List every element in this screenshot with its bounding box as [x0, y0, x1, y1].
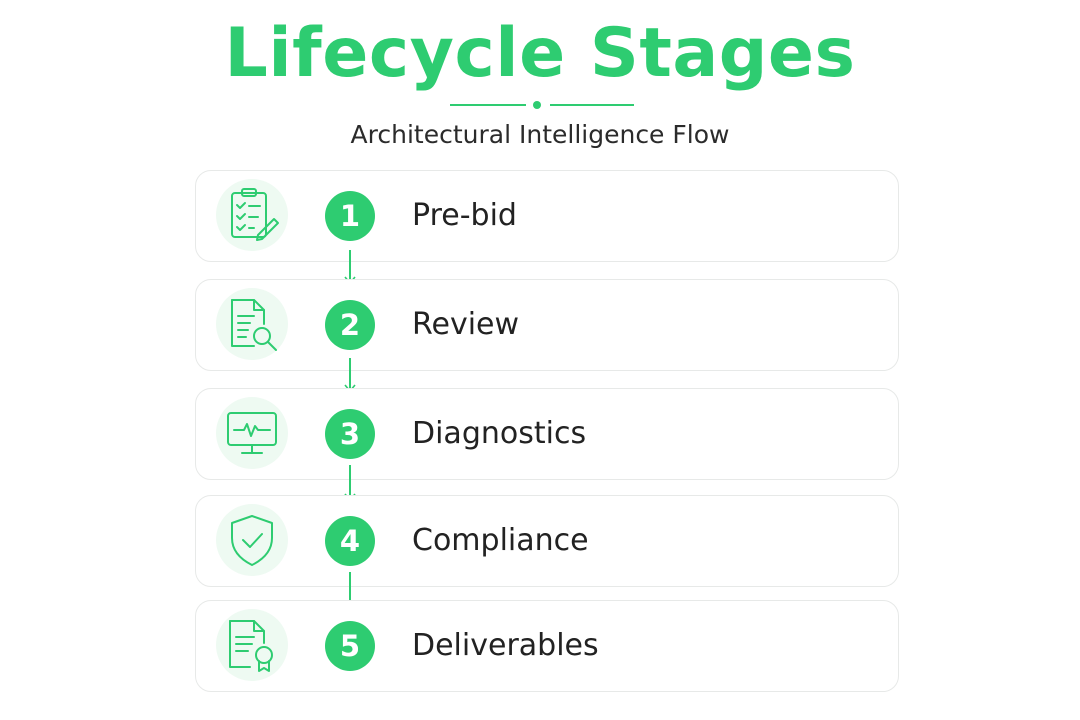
- stage-number-badge: 2: [325, 300, 375, 350]
- stage-number-badge: 1: [325, 191, 375, 241]
- certificate-document-icon: [216, 609, 288, 681]
- monitor-heartbeat-icon: [216, 397, 288, 469]
- page-title: Lifecycle Stages: [224, 14, 856, 93]
- stage-number-badge: 3: [325, 409, 375, 459]
- stage-label: Diagnostics: [412, 416, 587, 451]
- flow-arrow: [344, 358, 356, 392]
- stage-label: Review: [412, 307, 520, 342]
- stage-card-compliance: 4 Compliance: [195, 495, 899, 587]
- stage-card-pre-bid: 1 Pre-bid: [195, 170, 899, 262]
- stage-number-badge: 4: [325, 516, 375, 566]
- shield-check-icon: [216, 504, 288, 576]
- stage-label: Compliance: [412, 523, 589, 558]
- document-magnifier-icon: [216, 288, 288, 360]
- stage-label: Deliverables: [412, 628, 599, 663]
- stage-card-diagnostics: 3 Diagnostics: [195, 388, 899, 480]
- stage-label: Pre-bid: [412, 198, 517, 233]
- title-divider: [450, 101, 634, 109]
- page-subtitle: Architectural Intelligence Flow: [350, 120, 730, 149]
- stage-card-deliverables: 5 Deliverables: [195, 600, 899, 692]
- stage-number-badge: 5: [325, 621, 375, 671]
- clipboard-checklist-pencil-icon: [216, 179, 288, 251]
- stage-card-review: 2 Review: [195, 279, 899, 371]
